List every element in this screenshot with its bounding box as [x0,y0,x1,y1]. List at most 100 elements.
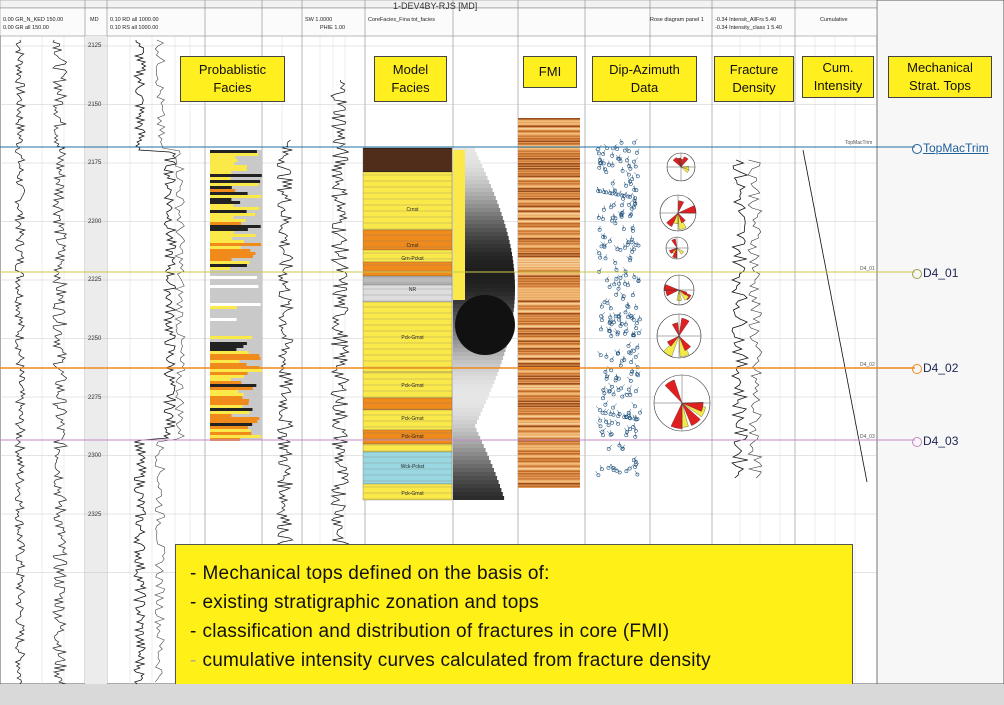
grayscale-band [453,216,503,220]
dip-tadpole [615,332,620,337]
dip-tadpole [626,194,631,199]
rose-petal [676,247,684,255]
dip-tail [636,241,639,246]
fmi-stripe [518,350,580,353]
dip-tail [636,148,640,153]
grayscale-band [453,456,489,460]
fmi-stripe [518,353,580,355]
facies-label: Crnst [406,243,419,249]
grayscale-band [453,236,509,240]
facies-band [210,267,231,270]
grayscale-band [453,256,513,260]
dip-tail [616,245,621,251]
dip-tail [627,376,631,381]
dip-tail [606,420,609,426]
fmi-stripe [518,120,580,123]
fmi-stripe [518,440,580,443]
facies-band [210,255,253,258]
bullet-item: -classification and distribution of frac… [190,621,670,642]
dip-tail [602,149,605,155]
fmi-stripe [518,153,580,155]
facies-band [210,153,259,156]
dip-tadpole [633,355,638,359]
facies-band [210,384,257,387]
rose-petal [665,289,680,297]
dip-tadpole [627,415,632,420]
facies-band [210,339,241,342]
dip-tail [618,311,621,317]
dip-tail [600,159,605,164]
fmi-stripe [518,483,580,485]
grayscale-band [453,480,499,484]
fmi-stripe [518,155,580,158]
dip-tail [617,190,622,195]
dip-tadpole [633,465,637,469]
fmi-stripe [518,438,580,440]
top-label-d4-02[interactable]: D4_02 [912,361,958,375]
facies-band [210,201,241,204]
top-label-d4-01[interactable]: D4_01 [912,266,958,280]
dip-tadpole [609,358,614,363]
fmi-stripe [518,195,580,198]
fmi-stripe [518,223,580,225]
facies-band [210,357,261,360]
dip-tail [609,282,612,288]
fmi-stripe [518,313,580,315]
dip-tail [639,408,642,413]
dip-tail [626,413,629,418]
top-label-d4-03[interactable]: D4_03 [912,434,958,448]
tag-cum-intensity: Cum.Intensity [802,56,874,98]
fmi-stripe [518,243,580,245]
dip-tadpole [622,358,627,362]
grayscale-band [453,376,496,380]
dip-tail [630,210,633,215]
dip-tadpole [622,227,626,232]
dip-tadpole [624,329,629,334]
dip-tail [628,302,630,307]
fmi-stripe [518,170,580,173]
fmi-stripe [518,465,580,468]
depth-label: 2150 [88,101,102,108]
dip-tail [634,462,640,468]
dip-tail [620,138,622,143]
top-label-topmactrim[interactable]: TopMacTrim [912,141,989,155]
dip-tadpole [628,258,633,263]
grayscale-band [453,288,515,292]
dip-tail [631,369,635,375]
dip-tadpole [601,388,606,392]
facies-band [210,408,253,411]
fmi-stripe [518,123,580,125]
fmi-stripe [518,338,580,340]
fmi-stripe [518,128,580,130]
rose-petal [669,247,678,254]
dip-tail [612,189,617,194]
grayscale-band [453,440,482,444]
dip-tail [600,302,603,307]
dip-tail [599,465,603,470]
dip-tail [635,414,638,420]
grayscale-band [453,412,481,416]
facies-band [210,234,256,237]
facies-band [210,324,232,327]
facies-band [210,306,237,309]
grayscale-band [453,380,495,384]
dip-tail [608,463,613,469]
fmi-stripe [518,175,580,178]
fmi-stripe [518,355,580,358]
fmi-stripe [518,305,580,308]
dip-tail [601,315,605,321]
fmi-stripe [518,430,580,433]
fmi-stripe [518,390,580,393]
dip-tadpole [599,327,603,332]
dip-tadpole [635,472,640,477]
dip-tail [600,325,602,330]
facies-band [210,333,256,336]
dip-tail [608,444,612,450]
dip-tail [626,425,631,430]
rose-petal [671,322,680,337]
depth-label: 2300 [88,453,102,460]
fmi-stripe [518,215,580,218]
grayscale-band [453,436,481,440]
fmi-stripe [518,383,580,385]
